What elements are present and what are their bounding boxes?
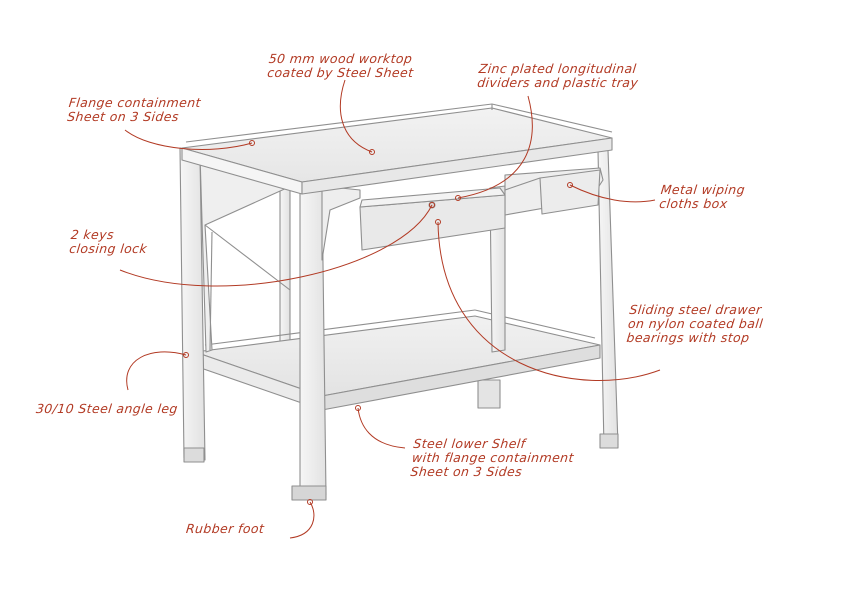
label-rubber-foot: Rubber foot (185, 521, 266, 536)
leader-angle-leg (126, 351, 187, 391)
leader-worktop (339, 79, 373, 153)
rubber-foot (291, 485, 327, 501)
label-worktop: 50 mm wood worktop coated by Steel Sheet (266, 51, 415, 80)
leader-flange-top (124, 129, 253, 150)
label-lock: 2 keys closing lock (68, 227, 148, 256)
wiping-box (539, 169, 601, 215)
drawer-top (359, 187, 506, 208)
label-wiping-box: Metal wiping cloths box (658, 182, 746, 211)
right-foot (599, 433, 619, 449)
label-flange-top: Flange containment Sheet on 3 Sides (66, 95, 202, 124)
leader-wiping-box (569, 184, 656, 203)
front-frame (321, 185, 361, 261)
leader-lines (119, 79, 661, 539)
label-lower-shelf: Steel lower Shelf with flange containmen… (409, 436, 575, 479)
leader-rubber-foot (289, 501, 315, 539)
label-drawer: Sliding steel drawer on nylon coated bal… (625, 302, 764, 345)
workbench-drawing (179, 103, 619, 501)
label-angle-leg: 30/10 Steel angle leg (35, 401, 179, 416)
label-dividers: Zinc plated longitudinal dividers and pl… (476, 61, 640, 90)
leader-dividers (457, 95, 533, 199)
back-right-leg (597, 149, 619, 449)
back-foot (477, 379, 501, 409)
left-foot (183, 447, 205, 463)
leader-lock (119, 204, 433, 287)
leader-drawer (437, 221, 661, 381)
shelf-back-flange (204, 309, 476, 346)
worktop-side-edge (301, 137, 613, 195)
leader-lower-shelf (357, 407, 406, 449)
